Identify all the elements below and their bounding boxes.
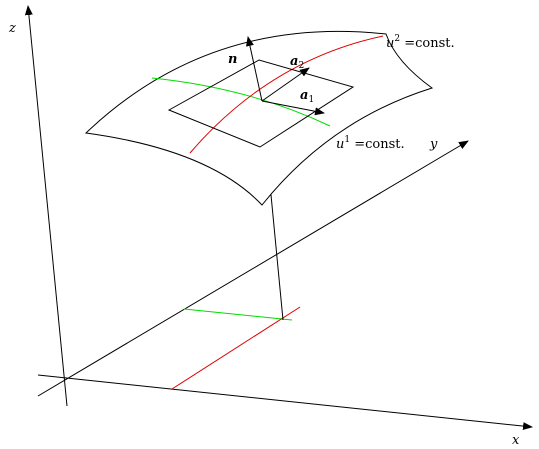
x-axis-label: x	[512, 433, 520, 448]
normal-vector	[246, 36, 263, 102]
u2-const-curve	[189, 35, 384, 154]
x-axis	[37, 374, 533, 431]
z-axis-label: z	[8, 21, 16, 36]
a2-vector	[261, 67, 310, 102]
a2-label: a2	[290, 54, 304, 71]
y-axis	[37, 140, 469, 397]
a1-vector	[261, 100, 325, 116]
y-axis-label: y	[429, 137, 438, 152]
normal-label: n	[228, 52, 237, 67]
a1-label: a1	[300, 88, 314, 105]
z-axis	[24, 5, 68, 407]
u2-const-label: u2 =const.	[386, 34, 455, 51]
u1-curve-projection	[183, 308, 293, 321]
tangent-plane	[167, 59, 355, 148]
u1-const-curve	[151, 77, 331, 127]
surface-patch	[84, 30, 434, 206]
u2-curve-projection	[171, 306, 301, 390]
u1-const-label: u1 =const.	[336, 135, 405, 152]
